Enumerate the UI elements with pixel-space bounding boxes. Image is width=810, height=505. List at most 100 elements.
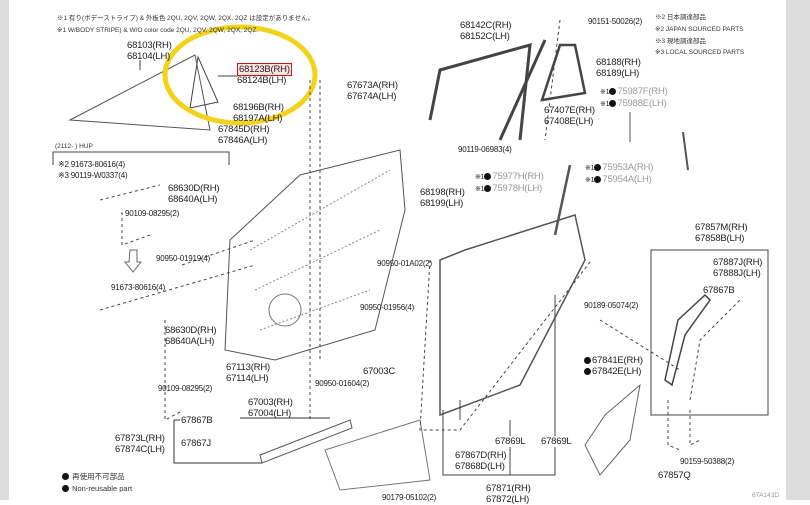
- wheel-liner: [584, 383, 641, 476]
- part-label[interactable]: 67869L: [495, 436, 526, 447]
- part-number[interactable]: 68640A(LH): [168, 194, 218, 205]
- part-label[interactable]: 67003C: [363, 366, 396, 377]
- part-number[interactable]: 67114(LH): [226, 373, 269, 384]
- part-number[interactable]: 67841E(RH): [592, 355, 643, 366]
- part-number[interactable]: ※3 90119-W0337(4): [58, 171, 128, 180]
- highlighted-part-number[interactable]: 68123B(RH): [237, 63, 292, 76]
- part-number[interactable]: 68198(RH): [420, 187, 465, 198]
- part-number[interactable]: 68630D(RH): [165, 325, 217, 336]
- part-number[interactable]: 67867D(RH): [455, 450, 507, 461]
- part-number[interactable]: 68197A(LH): [233, 113, 283, 124]
- part-number[interactable]: 68188(RH): [596, 57, 641, 68]
- note-mark: ※1: [600, 89, 610, 96]
- part-number[interactable]: 67004(LH): [248, 408, 292, 419]
- part-number[interactable]: 75953A(RH): [602, 162, 654, 173]
- part-label[interactable]: 68142C(RH)68152C(LH): [460, 20, 512, 42]
- part-label[interactable]: 90950-01604(2): [315, 379, 370, 388]
- part-label[interactable]: 67887J(RH)67888J(LH): [713, 257, 762, 279]
- part-label[interactable]: 67841E(RH)67842E(LH): [584, 355, 643, 377]
- note-mark: ※1: [475, 186, 485, 193]
- part-label[interactable]: 90151-50026(2): [588, 17, 643, 26]
- part-number[interactable]: 67674A(LH): [347, 91, 397, 102]
- part-number[interactable]: 67842E(LH): [592, 366, 642, 377]
- part-label[interactable]: 90950-01956(4): [360, 303, 415, 312]
- part-number[interactable]: 75987F(RH): [617, 86, 668, 97]
- part-number[interactable]: 75954A(LH): [602, 174, 652, 185]
- part-number[interactable]: ※2 91673-80616(4): [58, 160, 125, 169]
- part-number[interactable]: 68199(LH): [420, 198, 464, 209]
- part-label[interactable]: 90109-08295(2): [125, 209, 180, 218]
- part-label[interactable]: 90119-06983(4): [458, 145, 512, 154]
- part-label[interactable]: 90179-05102(2): [382, 493, 437, 502]
- part-label[interactable]: 67867D(RH)67868D(LH): [455, 450, 507, 472]
- part-number[interactable]: 67874C(LH): [115, 444, 165, 455]
- part-number[interactable]: 67871(RH): [486, 483, 531, 494]
- part-label[interactable]: 90159-50388(2): [680, 457, 735, 466]
- part-number[interactable]: 67673A(RH): [347, 80, 398, 91]
- part-number[interactable]: 67857M(RH): [695, 222, 748, 233]
- note-mark: ※1: [475, 174, 485, 181]
- part-number[interactable]: 67408E(LH): [544, 116, 594, 127]
- part-label[interactable]: 67869L: [541, 436, 572, 447]
- part-label[interactable]: 68630D(RH)68640A(LH): [165, 325, 217, 347]
- part-number[interactable]: 67846A(LH): [218, 135, 268, 146]
- highlighted-part-label[interactable]: 68123B(RH)68124B(LH): [237, 63, 292, 86]
- part-label[interactable]: 67845D(RH)67846A(LH): [218, 124, 270, 146]
- part-label[interactable]: 67867B: [181, 415, 213, 426]
- part-label[interactable]: 67871(RH)67872(LH): [486, 483, 531, 505]
- right-scrollbar-area[interactable]: [786, 0, 810, 500]
- part-label[interactable]: 68188(RH)68189(LH): [596, 57, 641, 79]
- part-label[interactable]: 90950-01919(4): [156, 254, 211, 263]
- part-label[interactable]: 67867J: [181, 438, 211, 449]
- part-number[interactable]: 67003(RH): [248, 397, 293, 408]
- note-1-english: ※1 W/BODY STRIPE) & W/O color code 2QU, …: [57, 27, 259, 34]
- hup-note: (2112- ) HUP: [55, 143, 93, 150]
- part-number[interactable]: 67868D(LH): [455, 461, 505, 472]
- part-number[interactable]: 68630D(RH): [168, 183, 220, 194]
- part-number[interactable]: 68196B(RH): [233, 102, 284, 113]
- part-number[interactable]: 67858B(LH): [695, 233, 745, 244]
- note-3-japanese: ※3 現地調達部品: [655, 38, 706, 45]
- non-reusable-dot-icon: [584, 368, 591, 375]
- part-label[interactable]: 67873L(RH)67874C(LH): [115, 433, 165, 455]
- note-2-english: ※2 JAPAN SOURCED PARTS: [655, 26, 744, 33]
- non-reusable-dot-icon: [584, 357, 591, 364]
- part-label[interactable]: 68196B(RH)68197A(LH): [233, 102, 284, 124]
- non-reusable-dot-icon: [609, 88, 617, 95]
- part-label[interactable]: 67003(RH)67004(LH): [248, 397, 293, 419]
- part-label[interactable]: ※1 75977H(RH) ※1 75978H(LH): [475, 171, 544, 195]
- part-label[interactable]: 67407E(RH)67408E(LH): [544, 105, 595, 127]
- part-label[interactable]: 90189-05074(2): [584, 301, 639, 310]
- part-number[interactable]: 75977H(RH): [492, 171, 544, 182]
- part-label[interactable]: 68198(RH)68199(LH): [420, 187, 465, 209]
- part-number[interactable]: 68142C(RH): [460, 20, 512, 31]
- part-number[interactable]: 67113(RH): [226, 362, 270, 373]
- part-number[interactable]: 67407E(RH): [544, 105, 595, 116]
- part-number[interactable]: 75978H(LH): [492, 183, 543, 194]
- part-label[interactable]: 67857M(RH)67858B(LH): [695, 222, 748, 244]
- part-label[interactable]: 90109-08295(2): [158, 384, 213, 393]
- part-number[interactable]: 68104(LH): [127, 51, 171, 62]
- part-label[interactable]: 90950-01A02(2): [377, 259, 433, 268]
- part-number[interactable]: 75988E(LH): [617, 98, 667, 109]
- part-label[interactable]: 91673-80616(4): [111, 283, 166, 292]
- part-number[interactable]: 67887J(RH): [713, 257, 763, 268]
- part-label[interactable]: 67857Q: [658, 470, 691, 481]
- part-number[interactable]: 68152C(LH): [460, 31, 510, 42]
- part-number[interactable]: 68124B(LH): [237, 75, 287, 86]
- part-label[interactable]: 67867B: [703, 285, 735, 296]
- part-number[interactable]: 68103(RH): [127, 40, 172, 51]
- part-label[interactable]: 68103(RH)68104(LH): [127, 40, 172, 62]
- part-number[interactable]: 67873L(RH): [115, 433, 165, 444]
- part-number[interactable]: 68189(LH): [596, 68, 640, 79]
- part-number[interactable]: 67845D(RH): [218, 124, 270, 135]
- door-glass: [68, 54, 211, 131]
- part-label[interactable]: 67113(RH)67114(LH): [226, 362, 270, 384]
- part-label[interactable]: 68630D(RH)68640A(LH): [168, 183, 220, 205]
- part-label[interactable]: 67673A(RH)67674A(LH): [347, 80, 398, 102]
- part-label[interactable]: ※2 91673-80616(4) ※3 90119-W0337(4): [58, 159, 128, 181]
- part-number[interactable]: 67888J(LH): [713, 268, 761, 279]
- part-number[interactable]: 68640A(LH): [165, 336, 215, 347]
